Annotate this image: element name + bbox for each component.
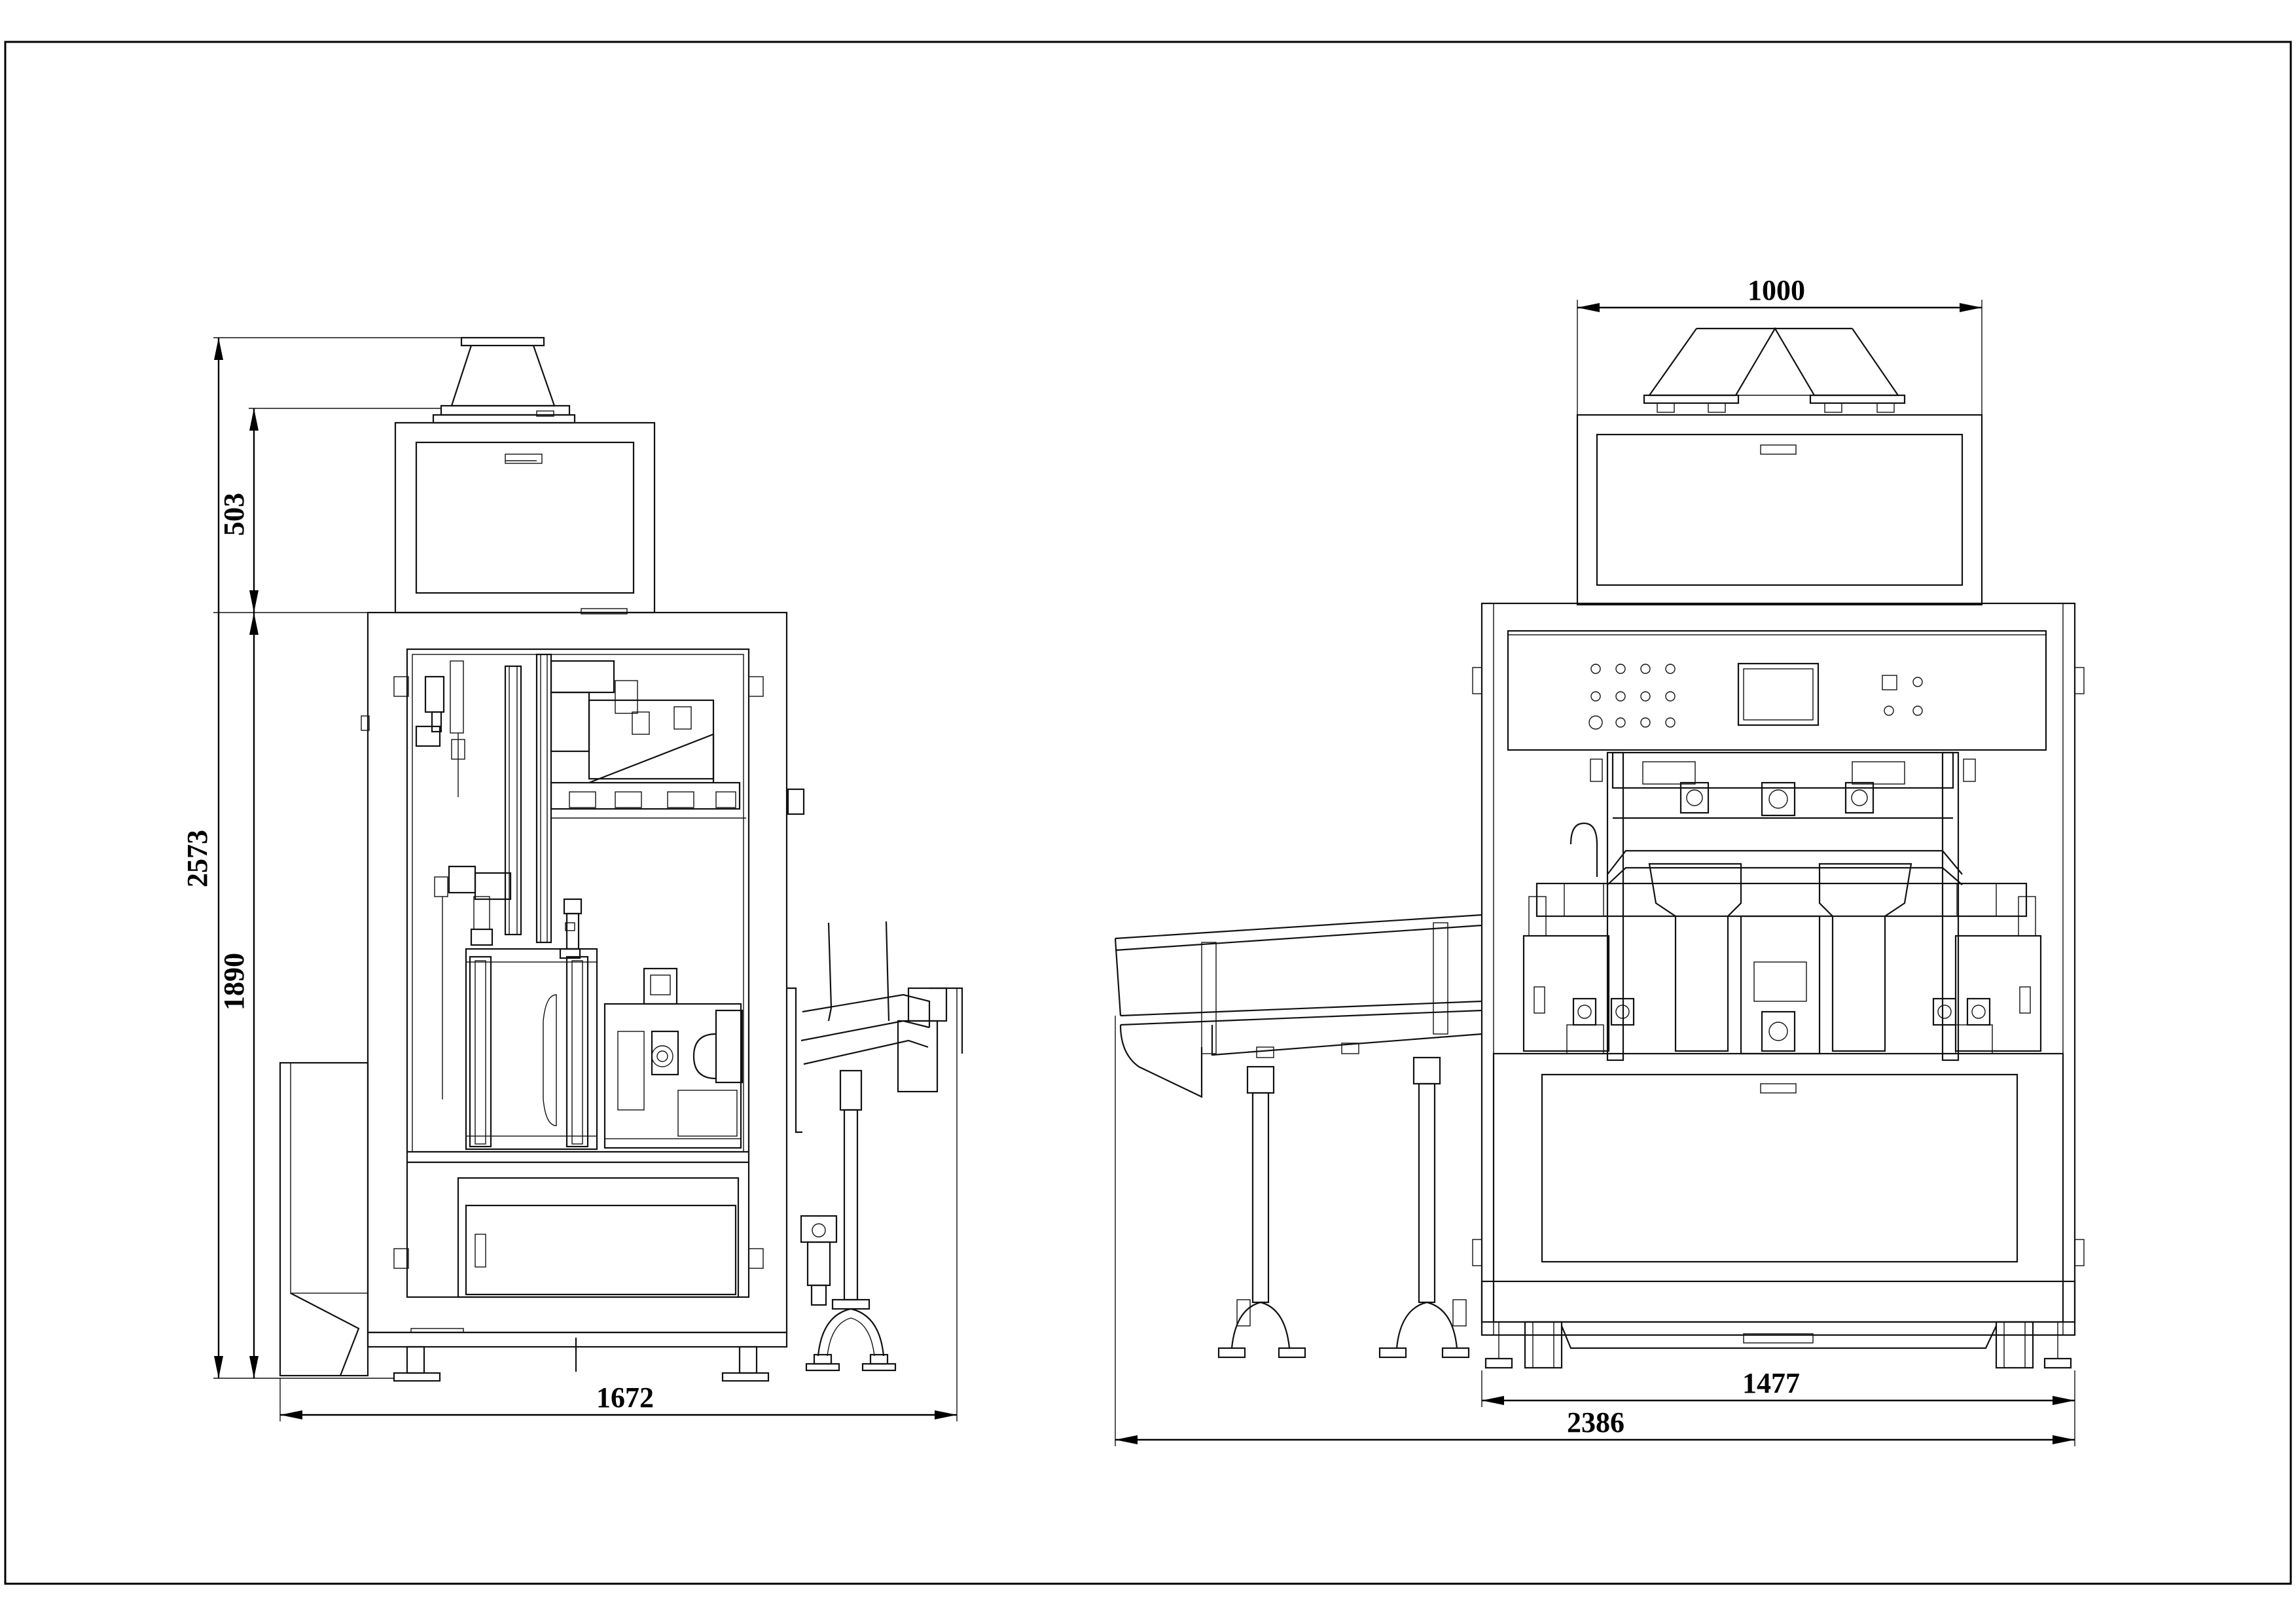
side-left-panel [279, 1061, 369, 1377]
side-width-label: 1672 [596, 1382, 654, 1414]
front-central-mechanism [1522, 751, 2042, 1061]
front-dimensions: 1000 1477 2386 [1115, 274, 2075, 1446]
side-dimensions: 2573 503 1890 1672 [181, 337, 958, 1421]
sheet-border [4, 41, 2292, 1585]
front-upper-cabinet [1576, 414, 1983, 606]
side-internal-mechanism [415, 653, 805, 1150]
front-twin-hoppers [1643, 327, 1906, 413]
side-hopper [432, 336, 576, 424]
control-buttons [1588, 664, 1923, 730]
side-infeed-conveyor [787, 921, 963, 1372]
front-outfeed-conveyor [1114, 914, 1482, 1359]
side-frame-height-label: 1890 [218, 953, 250, 1010]
side-upper-cabinet [394, 421, 656, 615]
front-total-width-label: 2386 [1567, 1406, 1624, 1438]
side-main-frame [361, 611, 788, 1382]
side-view: 2573 503 1890 1672 [181, 336, 963, 1421]
side-top-height-label: 503 [218, 493, 250, 536]
front-frame-width-label: 1477 [1742, 1367, 1800, 1399]
hmi-screen [1737, 662, 1820, 726]
front-hopper-width-label: 1000 [1748, 274, 1805, 306]
front-main-frame [1472, 602, 2085, 1369]
side-total-height-label: 2573 [181, 830, 213, 887]
front-view: 1000 1477 2386 [1114, 274, 2085, 1446]
